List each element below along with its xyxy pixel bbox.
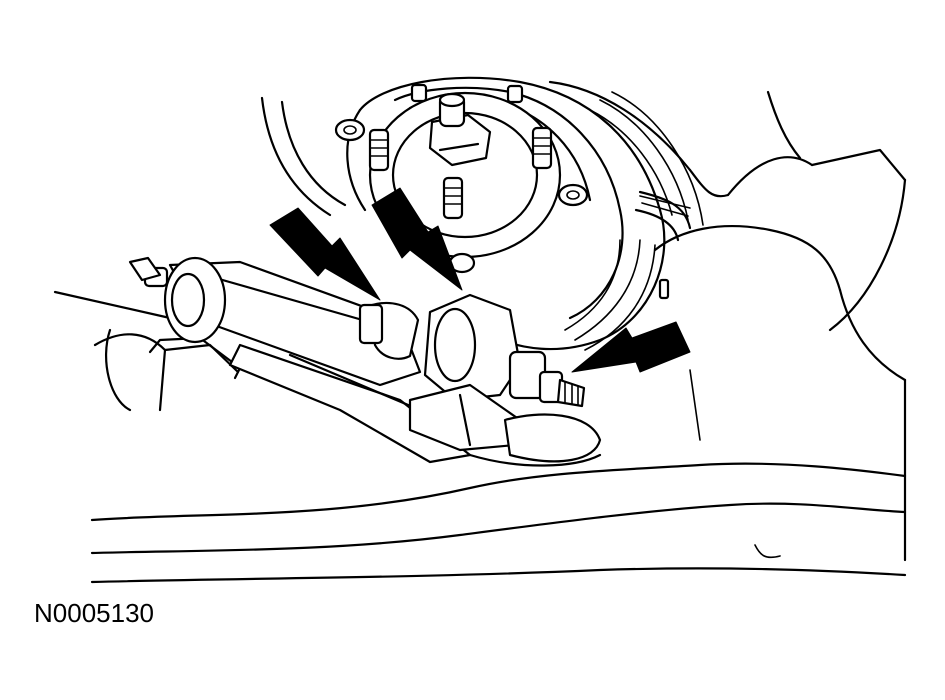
arrow-middle (371, 187, 463, 291)
callout-arrows (269, 187, 691, 373)
figure-id-label: N0005130 (34, 598, 154, 628)
arrow-left (269, 207, 381, 301)
arrow-right (571, 321, 691, 373)
control-arm-assembly (53, 256, 907, 584)
body-structure (260, 80, 907, 562)
